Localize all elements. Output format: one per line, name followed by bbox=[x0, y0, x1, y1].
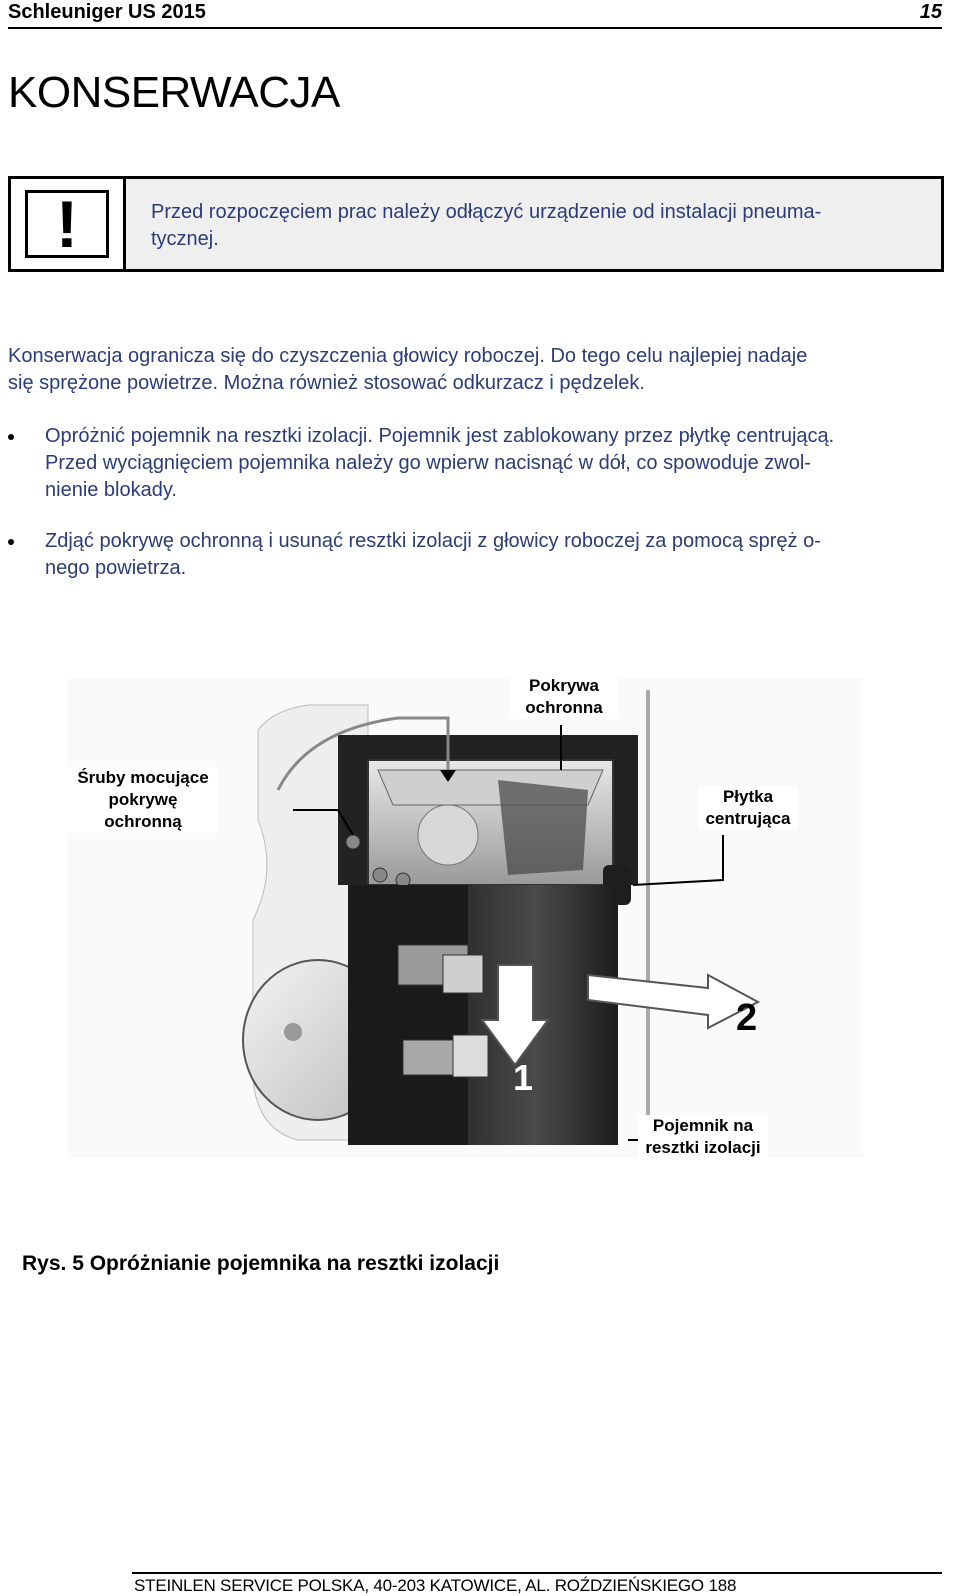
bullet-line: Przed wyciągnięciem pojemnika należy go … bbox=[45, 452, 811, 474]
callout-lid: Pokrywa ochronna bbox=[509, 675, 619, 719]
bullet-line: Zdjąć pokrywę ochronną i usunąć resztki … bbox=[45, 530, 821, 552]
page-footer: STEINLEN SERVICE POLSKA, 40-203 KATOWICE… bbox=[134, 1576, 737, 1595]
callout-centering-plate: Płytka centrująca bbox=[698, 786, 798, 830]
callout-screws: Śruby mocujące pokrywę ochronną bbox=[68, 767, 218, 833]
figure-machine-photo: 1 2 Pokrywa ochronna Śruby mocujące pokr… bbox=[68, 670, 868, 1170]
callout-line: pokrywę bbox=[108, 790, 178, 809]
page-number: 15 bbox=[919, 1, 942, 23]
callout-line: resztki izolacji bbox=[645, 1138, 761, 1157]
page-title: KONSERWACJA bbox=[8, 68, 340, 117]
callout-line: ochronną bbox=[104, 812, 182, 831]
bullet-text: Zdjąć pokrywę ochronną i usunąć resztki … bbox=[45, 528, 935, 582]
step-label-right: 2 bbox=[736, 997, 757, 1039]
exclamation-icon: ! bbox=[25, 190, 109, 258]
bullet-line: Opróżnić pojemnik na resztki izolacji. P… bbox=[45, 425, 835, 447]
callout-line: ochronna bbox=[525, 698, 603, 717]
footer-divider bbox=[132, 1572, 942, 1574]
callout-line: Płytka bbox=[722, 787, 774, 806]
intro-line: Konserwacja ogranicza się do czyszczenia… bbox=[8, 345, 808, 367]
callout-line: Pokrywa bbox=[529, 676, 599, 695]
bullet-line: nienie blokady. bbox=[45, 479, 177, 501]
page-header: Schleuniger US 2015 15 bbox=[8, 0, 942, 26]
warning-icon-cell: ! bbox=[11, 179, 123, 269]
header-title: Schleuniger US 2015 bbox=[8, 1, 206, 23]
warning-line: Przed rozpoczęciem prac należy odłączyć … bbox=[151, 201, 822, 223]
bullet-icon bbox=[8, 434, 14, 440]
bullet-item: Zdjąć pokrywę ochronną i usunąć resztki … bbox=[8, 528, 938, 588]
bullet-icon bbox=[8, 539, 14, 545]
header-divider bbox=[8, 27, 942, 29]
step-label-down: 1 bbox=[513, 1057, 533, 1098]
callout-line: Śruby mocujące bbox=[77, 768, 209, 787]
bullet-text: Opróżnić pojemnik na resztki izolacji. P… bbox=[45, 423, 935, 504]
intro-line: się sprężone powietrze. Można również st… bbox=[8, 372, 645, 394]
bullet-line: nego powietrza. bbox=[45, 557, 187, 579]
intro-paragraph: Konserwacja ogranicza się do czyszczenia… bbox=[8, 343, 938, 397]
warning-line: tycznej. bbox=[151, 228, 219, 250]
figure-caption: Rys. 5 Opróżnianie pojemnika na resztki … bbox=[22, 1252, 500, 1275]
callout-line: centrująca bbox=[705, 809, 791, 828]
warning-text: Przed rozpoczęciem prac należy odłączyć … bbox=[151, 199, 931, 253]
callout-waste-bin: Pojemnik na resztki izolacji bbox=[638, 1115, 768, 1159]
warning-symbol: ! bbox=[56, 187, 78, 261]
machine-illustration: 1 2 bbox=[68, 678, 863, 1158]
bullet-item: Opróżnić pojemnik na resztki izolacji. P… bbox=[8, 423, 938, 513]
warning-separator bbox=[123, 179, 126, 269]
warning-box: ! Przed rozpoczęciem prac należy odłączy… bbox=[8, 176, 944, 272]
callout-line: Pojemnik na bbox=[652, 1116, 754, 1135]
